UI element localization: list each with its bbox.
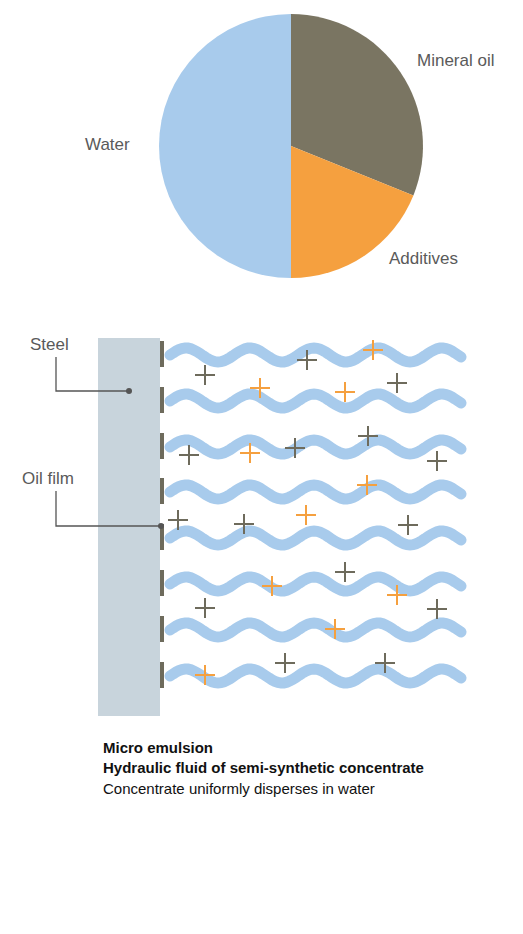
plus-particle bbox=[285, 438, 305, 458]
wave-line bbox=[170, 440, 461, 454]
oil-film-bar bbox=[160, 387, 164, 413]
leader-dot bbox=[126, 388, 132, 394]
water-slice bbox=[159, 14, 291, 278]
caption-subheading: Hydraulic fluid of semi-synthetic concen… bbox=[103, 759, 424, 777]
slice-label: Mineral oil bbox=[417, 51, 494, 71]
caption-heading: Micro emulsion bbox=[103, 739, 213, 757]
plus-particle bbox=[168, 510, 188, 530]
plus-particle bbox=[234, 514, 254, 534]
wave-line bbox=[170, 531, 461, 545]
part-label: Steel bbox=[30, 335, 69, 355]
plus-particle bbox=[387, 373, 407, 393]
plus-particle bbox=[427, 451, 447, 471]
slice-label: Additives bbox=[389, 249, 458, 269]
steel-plate bbox=[98, 338, 160, 716]
plus-particle bbox=[179, 445, 199, 465]
plus-particle bbox=[387, 585, 407, 605]
oil-film-bar bbox=[160, 478, 164, 504]
plus-particle bbox=[398, 515, 418, 535]
leader-dot bbox=[158, 523, 164, 529]
wave-line bbox=[170, 485, 461, 499]
oil-film-bar bbox=[160, 433, 164, 459]
plus-particle bbox=[240, 443, 260, 463]
oil-film-bar bbox=[160, 341, 164, 367]
plus-particle bbox=[335, 382, 355, 402]
plus-particle bbox=[195, 665, 215, 685]
plus-particle bbox=[325, 619, 345, 639]
plus-particle bbox=[262, 576, 282, 596]
oil-film-leader bbox=[56, 491, 160, 526]
leader-lines bbox=[56, 357, 160, 526]
caption-text: Concentrate uniformly disperses in water bbox=[103, 780, 375, 798]
steel-leader bbox=[56, 357, 128, 391]
plus-particle bbox=[250, 378, 270, 398]
plus-particle bbox=[297, 350, 317, 370]
wave-line bbox=[170, 394, 461, 408]
dispersed-particles bbox=[168, 340, 447, 685]
slice-label: Water bbox=[85, 135, 130, 155]
plus-particle bbox=[358, 426, 378, 446]
oil-film-bar bbox=[160, 570, 164, 596]
plus-particle bbox=[357, 475, 377, 495]
wave-line bbox=[170, 577, 461, 591]
plus-particle bbox=[275, 653, 295, 673]
oil-film-bar bbox=[160, 616, 164, 642]
plus-particle bbox=[363, 340, 383, 360]
wave-line bbox=[170, 623, 461, 637]
oil-film-bar bbox=[160, 662, 164, 688]
plus-particle bbox=[427, 599, 447, 619]
plus-particle bbox=[375, 653, 395, 673]
plus-particle bbox=[195, 365, 215, 385]
plus-particle bbox=[335, 562, 355, 582]
plus-particle bbox=[195, 598, 215, 618]
oil-film-bars bbox=[160, 341, 164, 688]
emulsion-waves bbox=[170, 348, 461, 683]
part-label: Oil film bbox=[22, 469, 74, 489]
plus-particle bbox=[296, 505, 316, 525]
pie-chart bbox=[159, 14, 423, 278]
